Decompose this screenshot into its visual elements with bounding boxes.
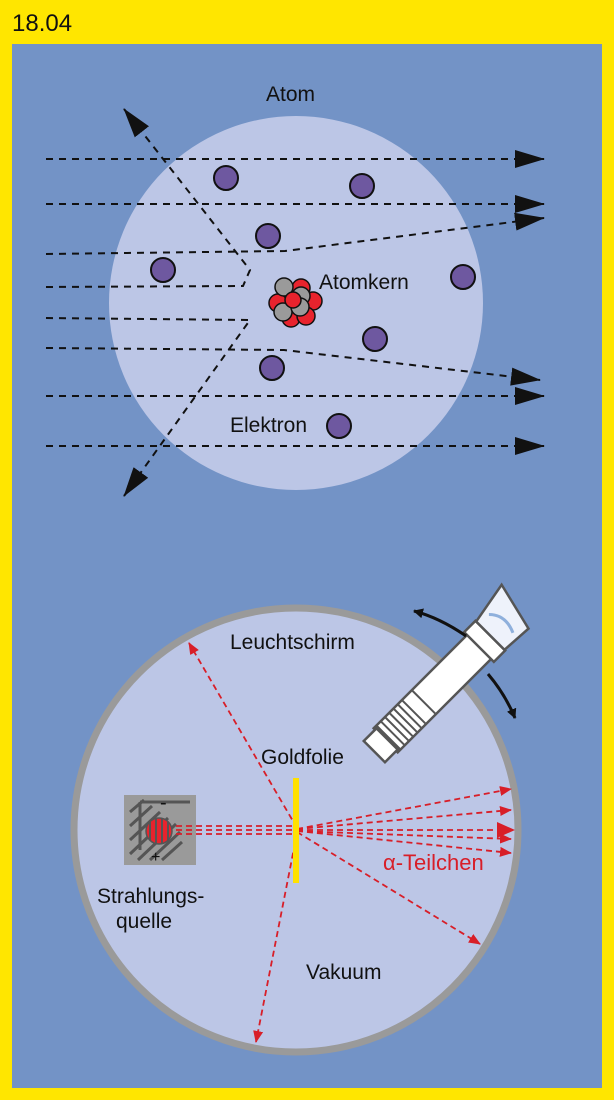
electron	[362, 326, 388, 352]
rotation-arrow-up	[413, 608, 467, 638]
alpha-path	[253, 832, 298, 1043]
electron	[255, 223, 281, 249]
alpha-beam	[176, 642, 515, 1043]
electron	[259, 355, 285, 381]
alpha-path	[296, 831, 481, 945]
experiment-diagram: - +	[70, 582, 531, 1056]
foil-label: Goldfolie	[261, 746, 344, 769]
rotation-arrows	[413, 608, 517, 719]
electrons	[150, 165, 476, 439]
alpha-path	[296, 786, 512, 830]
source-label-line2: quelle	[116, 910, 172, 933]
vacuum-label: Vakuum	[306, 961, 381, 984]
figure-number: 18.04	[12, 10, 73, 37]
source-plus-sign: +	[151, 849, 160, 866]
nucleus-label: Atomkern	[319, 271, 409, 294]
alpha-path	[296, 830, 512, 857]
screen-label: Leuchtschirm	[230, 631, 355, 654]
radiation-source: - +	[124, 792, 196, 866]
gold-foil	[293, 778, 299, 883]
source-label-line1: Strahlungs-	[97, 885, 204, 908]
proton	[284, 291, 302, 309]
microscope-detector	[361, 582, 531, 765]
atom-label: Atom	[266, 83, 315, 106]
electron	[213, 165, 239, 191]
electron	[150, 257, 176, 283]
trajectory-backscatter-down	[45, 317, 252, 497]
trajectory-backscatter-up	[45, 108, 252, 288]
electron	[450, 264, 476, 290]
microscope-cap	[361, 726, 400, 765]
alpha-particle-label: α-Teilchen	[383, 850, 484, 875]
rotation-arrow-down	[486, 673, 517, 719]
atom-nucleus	[268, 277, 323, 328]
alpha-path	[296, 805, 512, 830]
source-minus-sign: -	[160, 792, 167, 814]
trajectory-deflected-up	[45, 212, 545, 255]
electron	[349, 173, 375, 199]
source-material	[145, 817, 173, 845]
electron-label: Elektron	[230, 414, 307, 437]
alpha-trajectories	[45, 108, 545, 497]
trajectory-deflected-down	[45, 347, 541, 386]
alpha-path	[296, 830, 512, 844]
electron	[326, 413, 352, 439]
alpha-path	[188, 642, 298, 829]
atom-diagram: Atom Atomkern Elektron	[45, 83, 545, 497]
neutron	[274, 277, 294, 297]
